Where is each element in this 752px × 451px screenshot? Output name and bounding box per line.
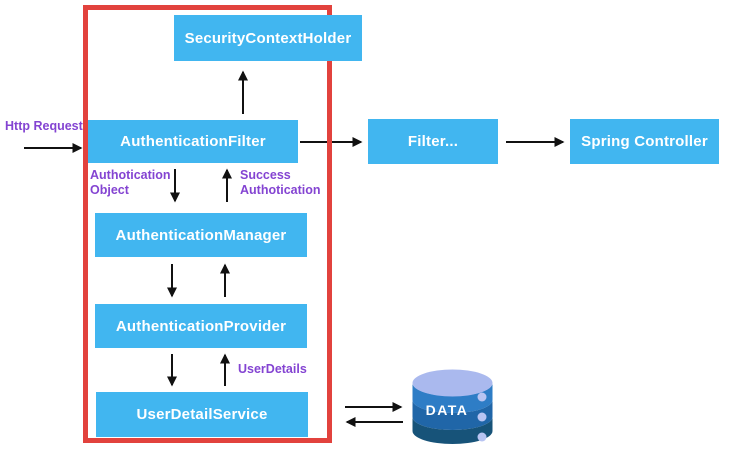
label-authotication-object: Authotication Object — [90, 168, 171, 197]
label-user-details: UserDetails — [238, 362, 307, 376]
database-dot-top — [477, 392, 487, 402]
label-http-request: Http Request — [5, 119, 83, 133]
label-success-authotication: Success Authotication — [240, 168, 321, 197]
database-icon — [412, 369, 493, 444]
database-label: DATA — [425, 402, 469, 418]
database-dot-middle — [477, 412, 487, 422]
box-authentication-provider: AuthenticationProvider — [95, 304, 307, 348]
box-security-context-holder: SecurityContextHolder — [174, 15, 362, 61]
box-filter-chain: Filter... — [368, 119, 498, 164]
security-boundary-frame — [83, 5, 332, 443]
box-user-detail-service: UserDetailService — [96, 392, 308, 437]
box-spring-controller: Spring Controller — [570, 119, 719, 164]
database-dot-bottom — [477, 432, 487, 442]
box-authentication-filter: AuthenticationFilter — [88, 120, 298, 163]
box-authentication-manager: AuthenticationManager — [95, 213, 307, 257]
